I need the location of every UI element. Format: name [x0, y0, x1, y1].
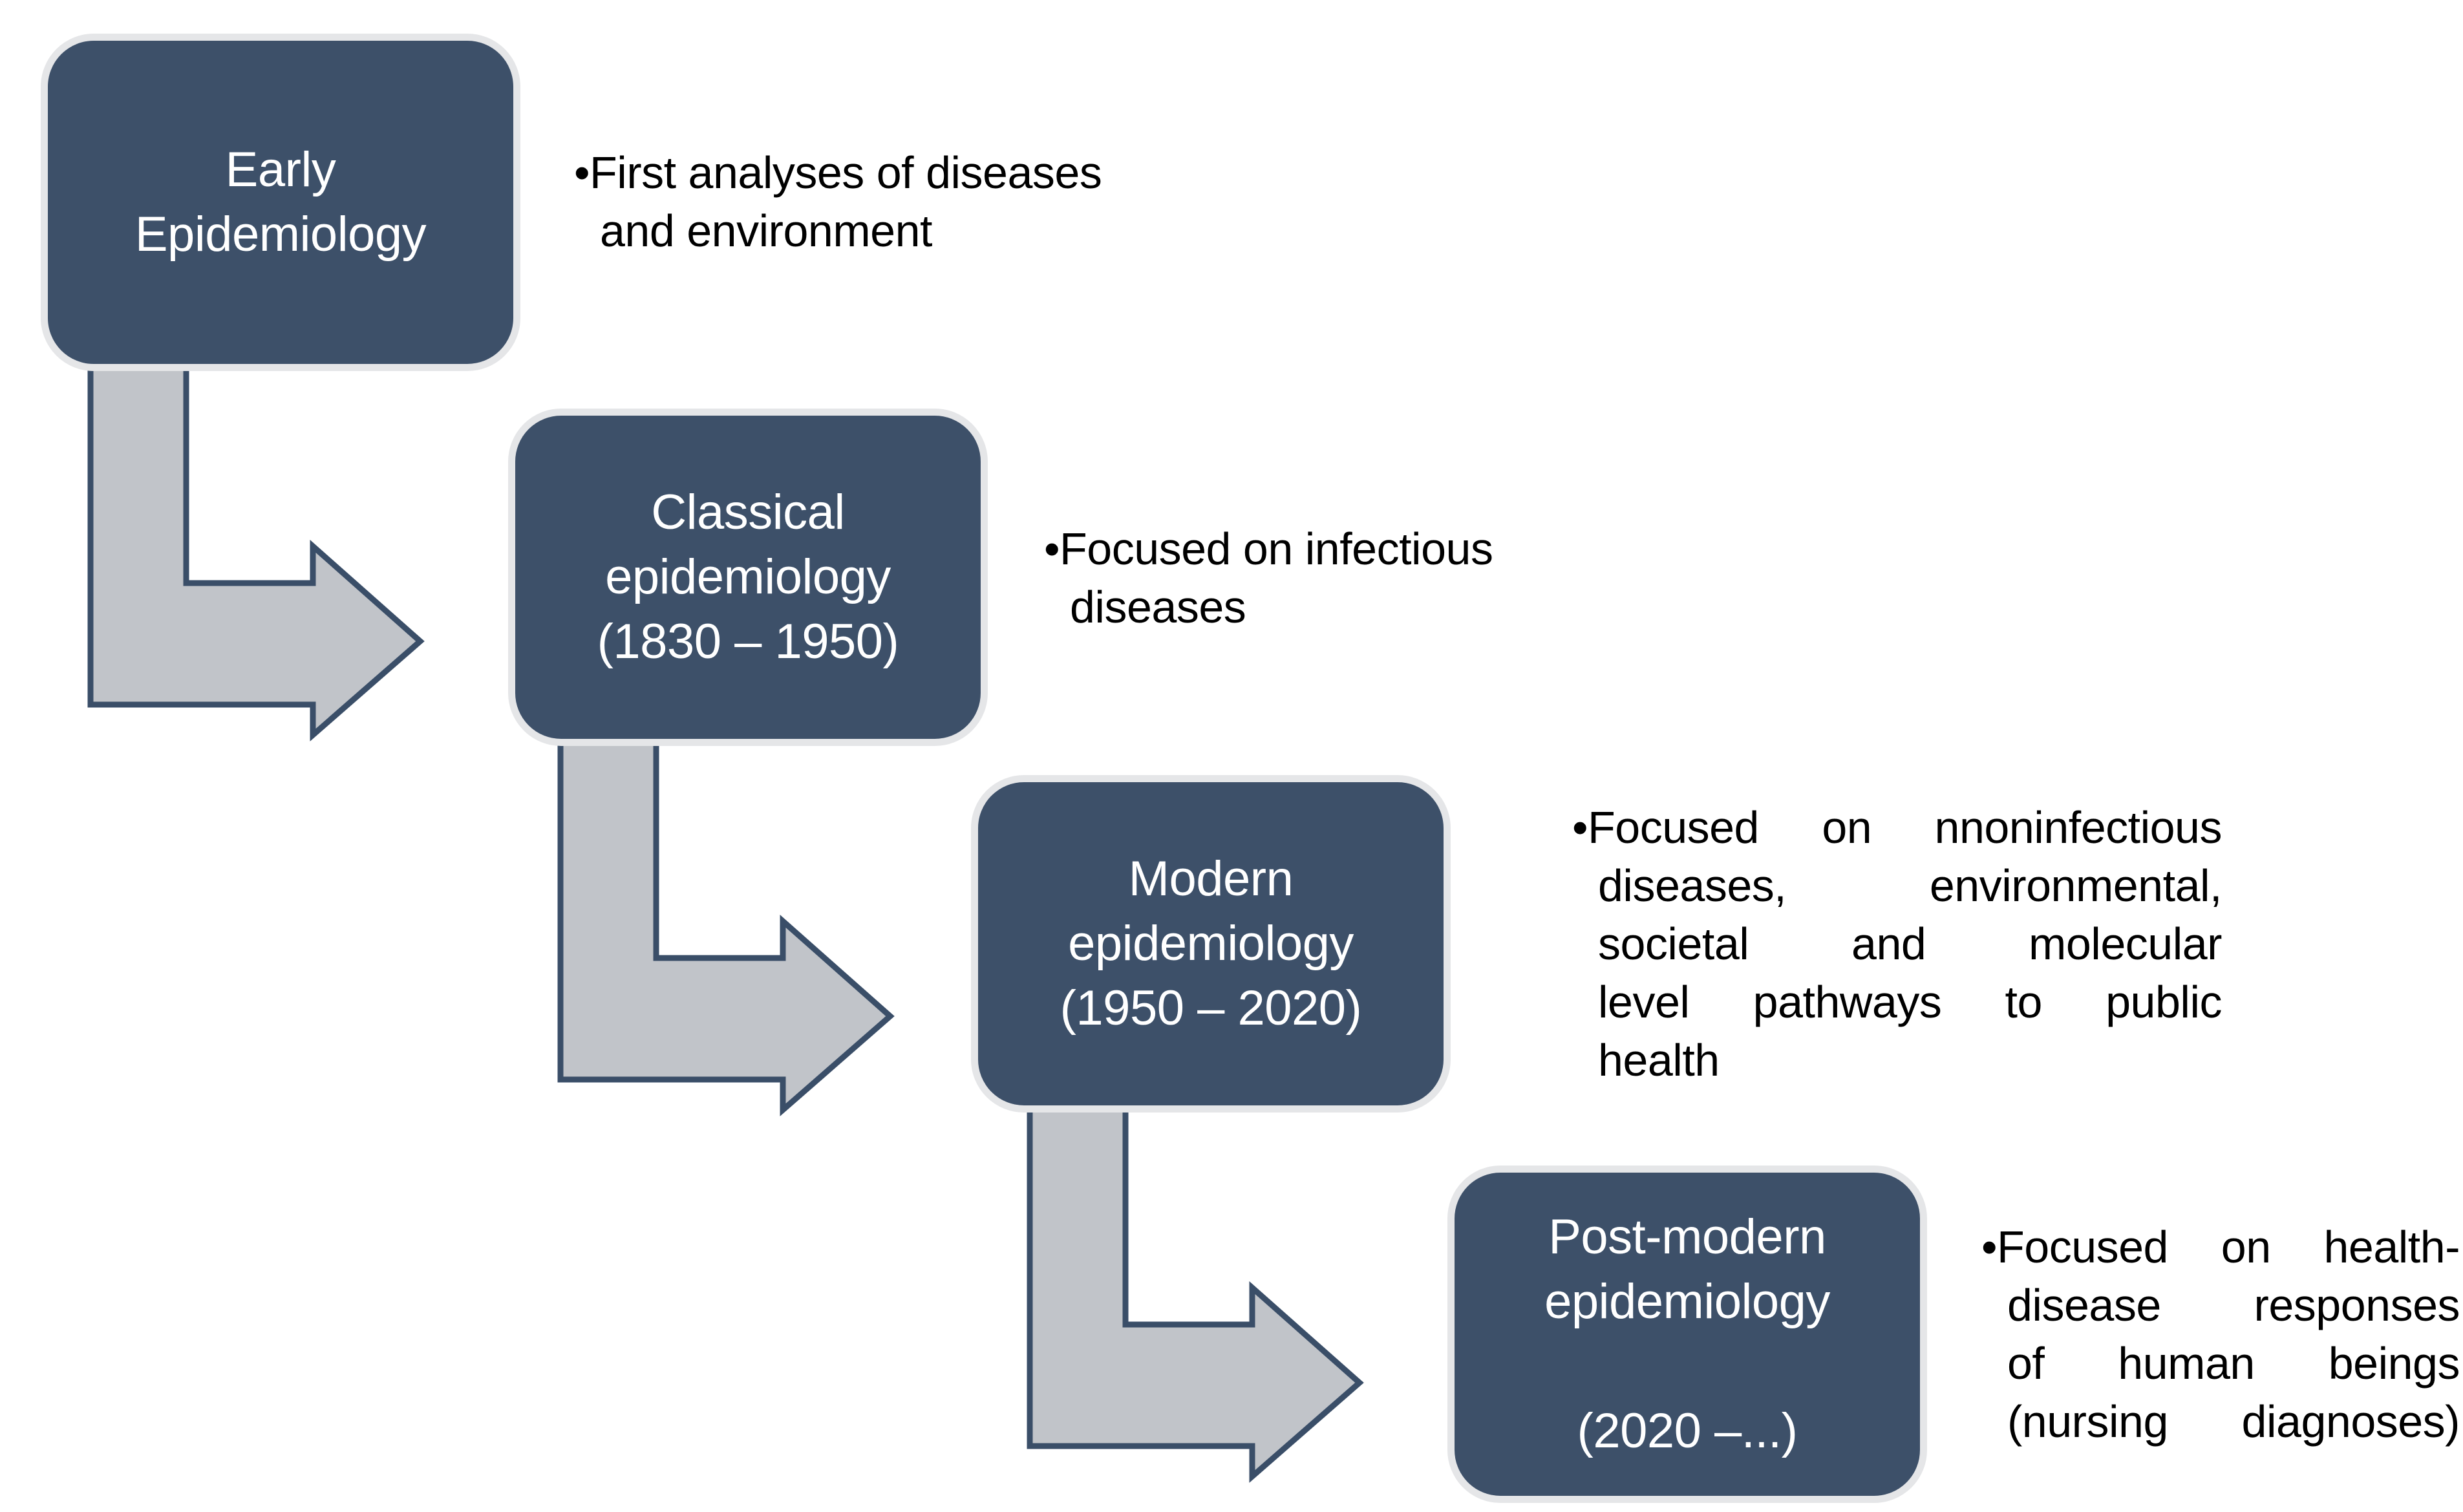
stage-box-classical-epidemiology: Classical epidemiology (1830 – 1950): [508, 409, 988, 746]
stage-box-modern-epidemiology: Modern epidemiology (1950 – 2020): [971, 775, 1451, 1113]
bullet-text-line: (nursing diagnoses): [2007, 1396, 2460, 1447]
box-title-line: (1950 – 2020): [1060, 981, 1362, 1036]
box-title-line: Classical: [651, 485, 845, 540]
box-title-line: Post-modern: [1548, 1209, 1826, 1264]
bullet-text-line: of human beings: [2007, 1338, 2460, 1389]
box-title-line: (1830 – 1950): [597, 614, 899, 669]
box-title-line: epidemiology: [1068, 916, 1354, 971]
stage-description-classical: •Focused on infectious diseases: [1044, 520, 1571, 636]
bullet-text-line: diseases: [1070, 582, 1246, 632]
box-title-line: (2020 –...): [1577, 1403, 1798, 1458]
box-title-line: epidemiology: [1544, 1274, 1830, 1329]
elbow-arrow-down-right-icon: [557, 745, 895, 1116]
box-title-line: Early: [225, 142, 336, 197]
stage-box-early-epidemiology: Early Epidemiology: [41, 34, 520, 371]
bullet-text-line: and environment: [600, 206, 932, 256]
bullet-text-line: •Focused on nnoninfectious: [1572, 802, 2223, 853]
bullet-text-line: diseases, environmental,: [1598, 860, 2223, 911]
bullet-text-line: disease responses: [2007, 1280, 2460, 1330]
box-title-line: Epidemiology: [134, 207, 427, 262]
bullet-text-line: •Focused on infectious: [1044, 524, 1493, 574]
stage-description-modern: •Focused on nnoninfectious diseases, env…: [1572, 798, 2223, 1089]
stage-box-post-modern-epidemiology: Post-modern epidemiology (2020 –...): [1447, 1166, 1927, 1503]
bullet-text-line: societal and molecular: [1598, 919, 2223, 969]
bullet-text-line: level pathways to public: [1598, 977, 2223, 1027]
bullet-text-line: •Focused on health-: [1981, 1222, 2460, 1272]
elbow-arrow-down-right-icon: [87, 370, 425, 741]
bullet-text-line: •First analyses of diseases: [574, 147, 1102, 198]
bullet-text-line: health: [1598, 1035, 1720, 1085]
stage-description-early: •First analyses of diseases and environm…: [574, 144, 1182, 260]
box-title-line: Modern: [1128, 851, 1294, 906]
elbow-arrow-down-right-icon: [1027, 1111, 1364, 1483]
stage-description-post-modern: •Focused on health- disease responses of…: [1981, 1218, 2460, 1451]
box-title-line: epidemiology: [605, 549, 891, 604]
